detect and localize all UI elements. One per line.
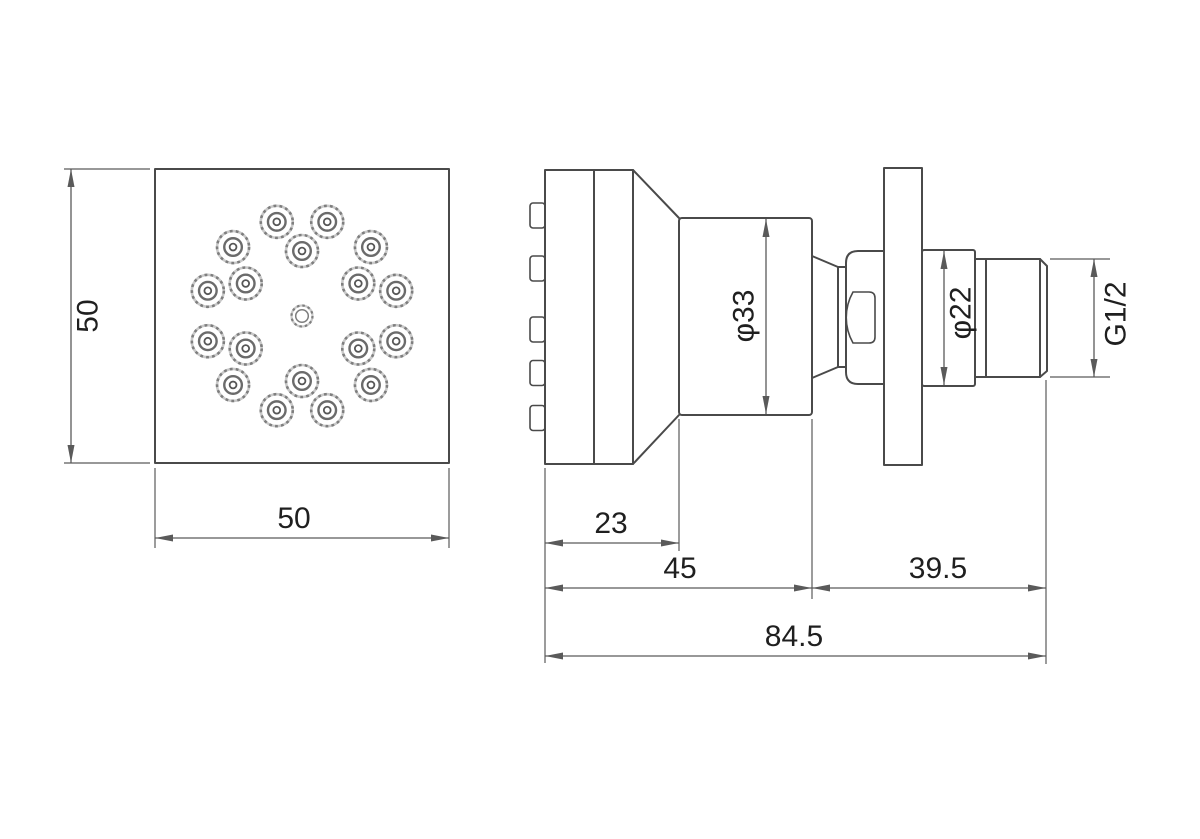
nozzle [340,266,376,301]
nozzle-bump [529,316,546,343]
dim-label-collar-diameter: φ22 [945,287,978,340]
nozzle [228,266,264,301]
nozzle [190,273,226,309]
dim-label-front-height: 50 [72,299,105,332]
dim-label-body-diameter: φ33 [728,290,761,343]
nozzle [309,392,345,428]
dim-rear-depth: 39.5 [812,552,1046,592]
dim-label-rear-depth: 39.5 [909,552,967,585]
nozzle-bump [529,255,546,282]
nozzle-bump [529,404,546,432]
nozzle [309,204,345,240]
body-cylinder [678,217,813,416]
nozzle [284,363,320,399]
nozzle-bump [529,359,546,387]
faceplate-side [544,169,634,465]
hex-nut-flat [845,291,876,344]
neck [811,255,848,379]
nozzle [353,229,389,265]
neck-top-edge [811,255,839,268]
nozzle [215,367,251,403]
nozzle [259,392,295,428]
dim-front-width: 50 [154,468,450,548]
dim-label-thread-size: G1/2 [1100,281,1133,346]
thread-end [985,258,1048,378]
taper-bottom-edge [632,414,680,465]
depth-dimensions: 23 45 39.5 84.5 [544,380,1047,664]
collar-cylinder [921,249,976,387]
nozzle [228,331,264,366]
nozzle [378,323,414,359]
nozzle [353,367,389,403]
dim-faceplate-depth: 23 [545,507,679,547]
center-jet [290,304,314,328]
nozzle [215,229,251,265]
neck-bottom-edge [811,366,839,379]
dim-label-overall-depth: 84.5 [765,620,823,653]
dim-label-front-width: 50 [277,502,310,535]
wall-flange [883,167,923,466]
side-view [529,167,1048,466]
taper-top-edge [632,169,680,219]
dim-label-head-depth: 45 [663,552,696,585]
dim-thread-size: G1/2 [1050,258,1133,378]
dim-overall-depth: 84.5 [545,620,1046,660]
nozzle [259,204,295,240]
nozzle-bump [529,202,546,229]
dim-body-diameter: φ33 [728,219,770,414]
nozzle [190,323,226,359]
dim-label-faceplate-depth: 23 [594,507,627,540]
nozzle [340,331,376,366]
nozzle [378,273,414,309]
nozzle-pattern [190,204,414,428]
nozzle [284,233,320,269]
dim-collar-diameter: φ22 [940,251,978,385]
dim-head-depth: 45 [545,552,812,592]
dim-front-height: 50 [64,168,150,464]
front-view [154,168,450,464]
spray-nozzle-bumps [529,202,546,432]
